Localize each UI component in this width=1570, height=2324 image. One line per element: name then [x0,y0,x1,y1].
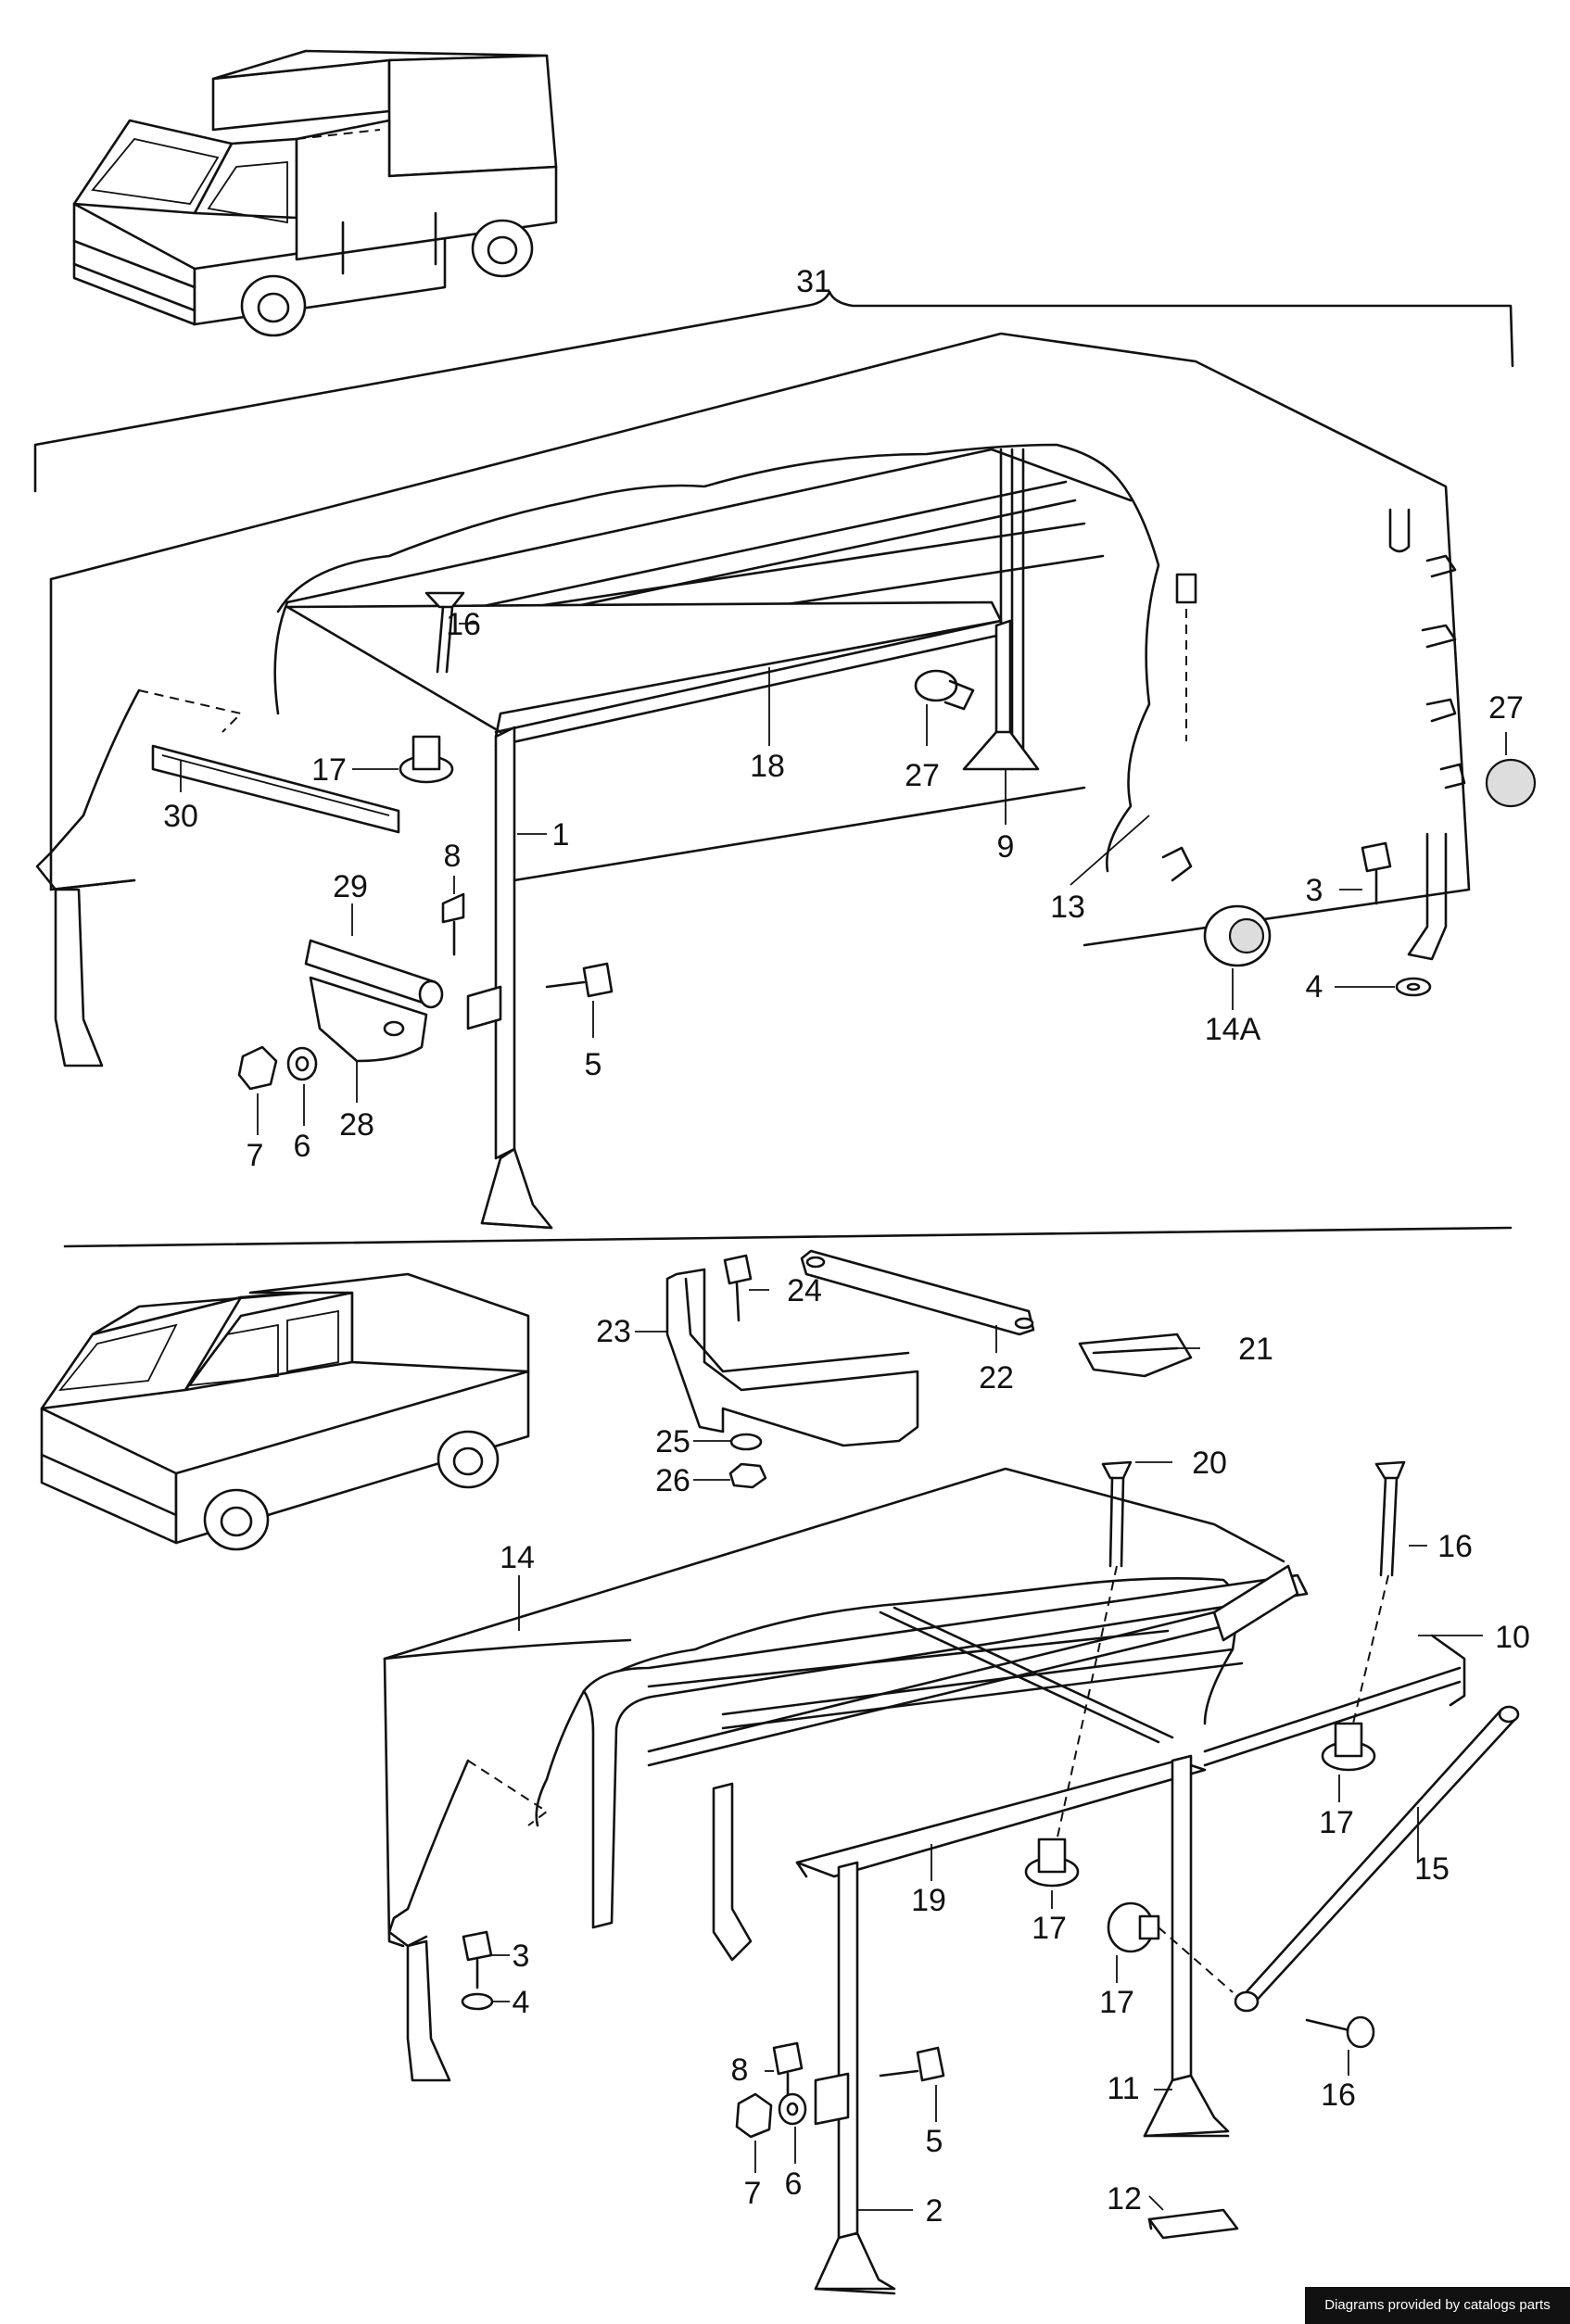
callout-16: 16 [446,607,481,642]
callout-17: 17 [1099,1985,1134,2020]
callout-3: 3 [513,1939,530,1974]
lower-leader-lines [491,1289,1483,2211]
section-divider [63,1226,1513,1248]
callout-14: 14 [500,1540,535,1575]
callout-17: 17 [311,752,347,788]
callout-31: 31 [796,264,831,299]
callout-5: 5 [585,1047,602,1082]
callout-4: 4 [513,1985,530,2020]
callout-31-bracket [33,290,1514,493]
callout-25: 25 [655,1424,690,1459]
callout-9: 9 [997,829,1015,865]
truck-single-cab-illustration [72,49,558,337]
upper-hardware [237,554,1537,1091]
callout-22: 22 [979,1360,1014,1396]
callout-19: 19 [911,1883,946,1918]
callout-27: 27 [1488,690,1524,726]
callout-10: 10 [1495,1620,1530,1655]
callout-4: 4 [1306,969,1323,1004]
callout-1: 1 [552,817,570,853]
callout-12: 12 [1107,2181,1142,2217]
callout-6: 6 [294,1129,311,1164]
callout-7: 7 [744,2176,762,2211]
callout-3: 3 [1306,873,1323,908]
callout-14a: 14A [1205,1012,1261,1047]
callout-17: 17 [1032,1911,1067,1946]
callout-23: 23 [596,1314,631,1349]
callout-5: 5 [926,2124,943,2159]
callout-21: 21 [1238,1332,1273,1367]
callout-15: 15 [1414,1851,1450,1887]
callout-11: 11 [1107,2071,1139,2106]
upper-canopy-assembly [35,332,1471,1230]
callout-29: 29 [333,869,368,904]
truck-double-cab-illustration [40,1272,530,1551]
callout-8: 8 [444,839,462,874]
bracket-parts-group [665,1249,1193,1489]
callout-17: 17 [1319,1805,1354,1840]
lower-hardware [461,1460,1406,2240]
callout-24: 24 [787,1273,822,1308]
callout-16: 16 [1321,2078,1356,2113]
callout-27: 27 [905,758,940,793]
callout-18: 18 [750,749,785,784]
callout-7: 7 [247,1138,264,1173]
upper-leader-lines [180,623,1507,1135]
callout-20: 20 [1192,1446,1227,1481]
callout-26: 26 [655,1463,690,1498]
callout-2: 2 [926,2193,943,2229]
callout-30: 30 [163,799,198,834]
callout-16: 16 [1437,1529,1473,1564]
lower-frame-assembly [383,1467,1520,2295]
credit-footer: Diagrams provided by catalogs parts [1305,2287,1570,2324]
callout-8: 8 [731,2052,749,2088]
callout-13: 13 [1050,890,1085,925]
callout-6: 6 [785,2166,803,2202]
callout-28: 28 [339,1107,374,1143]
